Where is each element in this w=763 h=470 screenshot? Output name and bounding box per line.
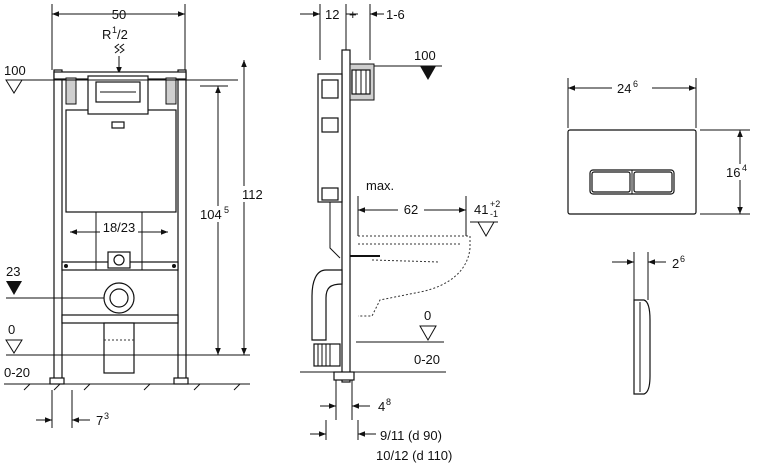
- gap-dimension: 1-6: [369, 4, 405, 60]
- side-foot-offset-label: 4: [378, 399, 385, 414]
- width-dimension: 50: [51, 4, 186, 70]
- cistern: [65, 75, 177, 213]
- wc-bowl-outline: [350, 235, 471, 317]
- total-height-label: 112: [242, 187, 263, 202]
- side-top-level-marker: 100: [374, 48, 442, 80]
- floor-hatch: [23, 383, 241, 391]
- pipe-label-1: 9/11 (d 90): [380, 428, 442, 443]
- pipe-label-2: 10/12 (d 110): [376, 448, 452, 463]
- side-floor-level-marker: 0 0-20: [300, 308, 446, 373]
- bolt-spacing-dimension: 18/23: [70, 220, 168, 235]
- bowl-height-marker: 41 +2 -1: [470, 199, 500, 238]
- drain-level-label: 23: [6, 264, 20, 279]
- drain-level-marker: 23: [6, 264, 104, 299]
- plate-depth-dimension: 2 6: [612, 252, 685, 300]
- projection-dimension: max. 62: [357, 178, 467, 236]
- side-floor-level-label: 0: [424, 308, 431, 323]
- floor-level-marker: 0 0-20: [4, 322, 250, 391]
- partial-height-sup: 5: [224, 205, 229, 215]
- plate-height-sup: 4: [742, 163, 747, 173]
- gap-label: 1-6: [386, 7, 405, 22]
- total-height-dimension: 112: [240, 60, 266, 355]
- top-level-marker: 100: [4, 63, 238, 94]
- flush-plate-side: [633, 299, 651, 395]
- projection-label: 62: [404, 202, 418, 217]
- connection-label: R: [102, 27, 111, 42]
- partial-height-label: 104: [200, 207, 222, 222]
- floor-range-label: 0-20: [4, 365, 30, 380]
- plate-width-dimension: 24 6: [567, 78, 697, 128]
- water-wave-icon: [114, 43, 125, 54]
- bowl-height-tol-bottom: -1: [490, 209, 498, 219]
- full-flush-button: [633, 171, 673, 193]
- plate-height-dimension: 16 4: [700, 129, 760, 215]
- floor-level-label: 0: [8, 322, 15, 337]
- foot-offset-dimension: 7 3: [36, 390, 109, 428]
- plate-depth-label: 2: [672, 256, 679, 271]
- max-label: max.: [366, 178, 394, 193]
- side-floor-range-label: 0-20: [414, 352, 440, 367]
- side-foot-offset-dimension: 4 8: [320, 380, 391, 420]
- cistern-side: [317, 73, 343, 259]
- depth-label: 12: [325, 7, 339, 22]
- top-level-label: 100: [4, 63, 26, 78]
- bowl-height-label: 41: [474, 202, 488, 217]
- front-view: 50 R 1 /2: [4, 4, 266, 428]
- plate-width-sup: 6: [633, 79, 638, 89]
- foot-offset-label: 7: [96, 413, 103, 428]
- frame-side: [333, 49, 375, 383]
- plate-depth-sup: 6: [680, 254, 685, 264]
- drain-connection: [103, 282, 135, 374]
- mounting-bar: [61, 212, 179, 271]
- side-view: 12 + 1-6 100: [300, 4, 500, 463]
- plate-height-label: 16: [726, 165, 740, 180]
- drain-pipe: [311, 269, 343, 367]
- connection-sub: /2: [117, 27, 128, 42]
- bowl-height-tol-top: +2: [490, 199, 500, 209]
- flush-plate-view: 24 6 16 4 2 6: [567, 78, 760, 395]
- foot-offset-sup: 3: [104, 411, 109, 421]
- width-label: 50: [112, 7, 126, 22]
- flush-plate-front: [567, 129, 697, 215]
- pipe-distance-dimension: 9/11 (d 90) 10/12 (d 110): [310, 420, 452, 463]
- depth-plus-icon: +: [349, 7, 357, 22]
- side-top-level-label: 100: [414, 48, 436, 63]
- plate-width-label: 24: [617, 81, 631, 96]
- side-foot-offset-sup: 8: [386, 397, 391, 407]
- water-connection-label: R 1 /2: [102, 25, 128, 74]
- bolt-spacing-label: 18/23: [103, 220, 136, 235]
- connection-sup: 1: [112, 25, 117, 35]
- partial-height-dimension: 104 5: [196, 85, 236, 355]
- half-flush-button: [591, 171, 631, 193]
